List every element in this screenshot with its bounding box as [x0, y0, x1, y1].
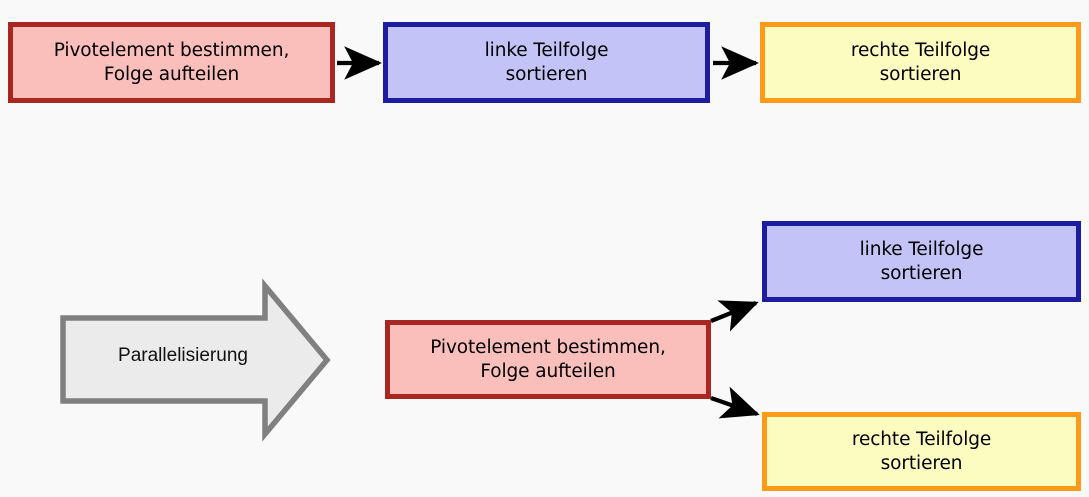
block-arrow-shape — [60, 278, 331, 442]
node-sequential-left-sort[interactable]: linke Teilfolge sortieren — [383, 22, 710, 103]
node-label: Pivotelement bestimmen, Folge aufteilen — [430, 336, 666, 382]
connector-par-pivot-to-right — [710, 386, 760, 419]
parallelisierung-block-arrow — [60, 278, 331, 442]
node-parallel-pivot[interactable]: Pivotelement bestimmen, Folge aufteilen — [385, 320, 711, 399]
node-sequential-right-sort[interactable]: rechte Teilfolge sortieren — [760, 22, 1081, 103]
connector-par-pivot-to-left — [710, 300, 759, 332]
node-label: rechte Teilfolge sortieren — [851, 428, 992, 474]
node-label: linke Teilfolge sortieren — [859, 238, 984, 284]
node-label: rechte Teilfolge sortieren — [850, 39, 991, 85]
node-sequential-pivot[interactable]: Pivotelement bestimmen, Folge aufteilen — [8, 22, 335, 103]
node-label: linke Teilfolge sortieren — [484, 39, 609, 85]
node-parallel-right-sort[interactable]: rechte Teilfolge sortieren — [762, 412, 1081, 491]
node-parallel-left-sort[interactable]: linke Teilfolge sortieren — [762, 221, 1081, 302]
parallelisierung-label: Parallelisierung — [118, 345, 248, 366]
node-label: Pivotelement bestimmen, Folge aufteilen — [53, 39, 290, 85]
